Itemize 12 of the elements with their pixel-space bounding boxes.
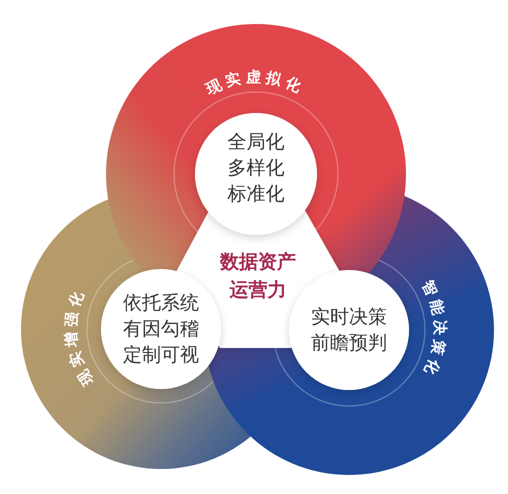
keyword-text: 标准化 [228, 182, 284, 207]
keyword-text: 定制可视 [123, 343, 199, 368]
keyword-text: 有因勾稽 [123, 317, 199, 342]
keyword-text: 前瞻预判 [311, 331, 387, 356]
ring-title: 现实增强化 [61, 284, 97, 389]
keyword-text: 多样化 [228, 156, 284, 181]
keyword-text: 依托系统 [123, 291, 199, 316]
keyword-text: 全局化 [228, 130, 284, 155]
ring-title: 现实虚拟化 [203, 68, 309, 98]
keyword-text: 实时决策 [311, 305, 387, 330]
center-title: 数据资产运营力 [218, 250, 297, 303]
ring-title: 智能决策化 [418, 277, 449, 383]
